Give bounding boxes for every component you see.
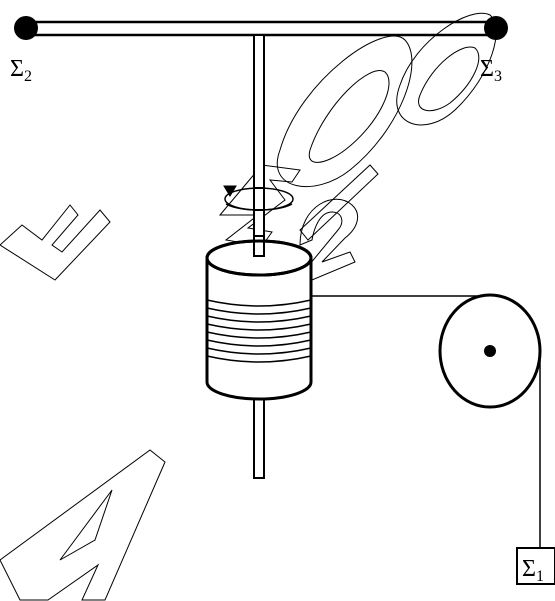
- spool-top-rim: [205, 239, 313, 277]
- hanging-body-box: [516, 547, 555, 585]
- mass-right: [484, 16, 508, 40]
- watermark: [0, 12, 497, 601]
- watermark-digit-0-outer: [277, 35, 413, 188]
- rotation-arrowhead-icon: [223, 185, 237, 197]
- watermark-slash: [299, 164, 379, 241]
- watermark-letter-a: [0, 449, 166, 601]
- string-windings: [206, 299, 312, 363]
- label-mass-right: Σ3: [480, 56, 502, 85]
- spool-cylinder: [205, 239, 313, 401]
- rotation-arrow-front: [225, 203, 293, 211]
- axle-overlap: [253, 187, 265, 211]
- watermark-digit-0b-outer: [396, 12, 497, 126]
- axle-top-stub: [253, 235, 265, 257]
- crossbar: [28, 20, 495, 37]
- watermark-digit-0b-inner: [418, 46, 480, 112]
- pulley-axle: [484, 345, 496, 357]
- mass-left: [14, 16, 38, 40]
- watermark-digit-0-inner: [308, 70, 390, 163]
- label-mass-left: Σ2: [10, 56, 32, 85]
- watermark-digit-2: [299, 198, 359, 286]
- watermark-letter-sigma: [218, 164, 301, 247]
- label-hanging-body: Σ1: [522, 556, 544, 585]
- watermark-letter-e: [0, 204, 111, 281]
- vertical-axle-upper: [253, 34, 265, 256]
- vertical-axle-lower: [253, 397, 265, 479]
